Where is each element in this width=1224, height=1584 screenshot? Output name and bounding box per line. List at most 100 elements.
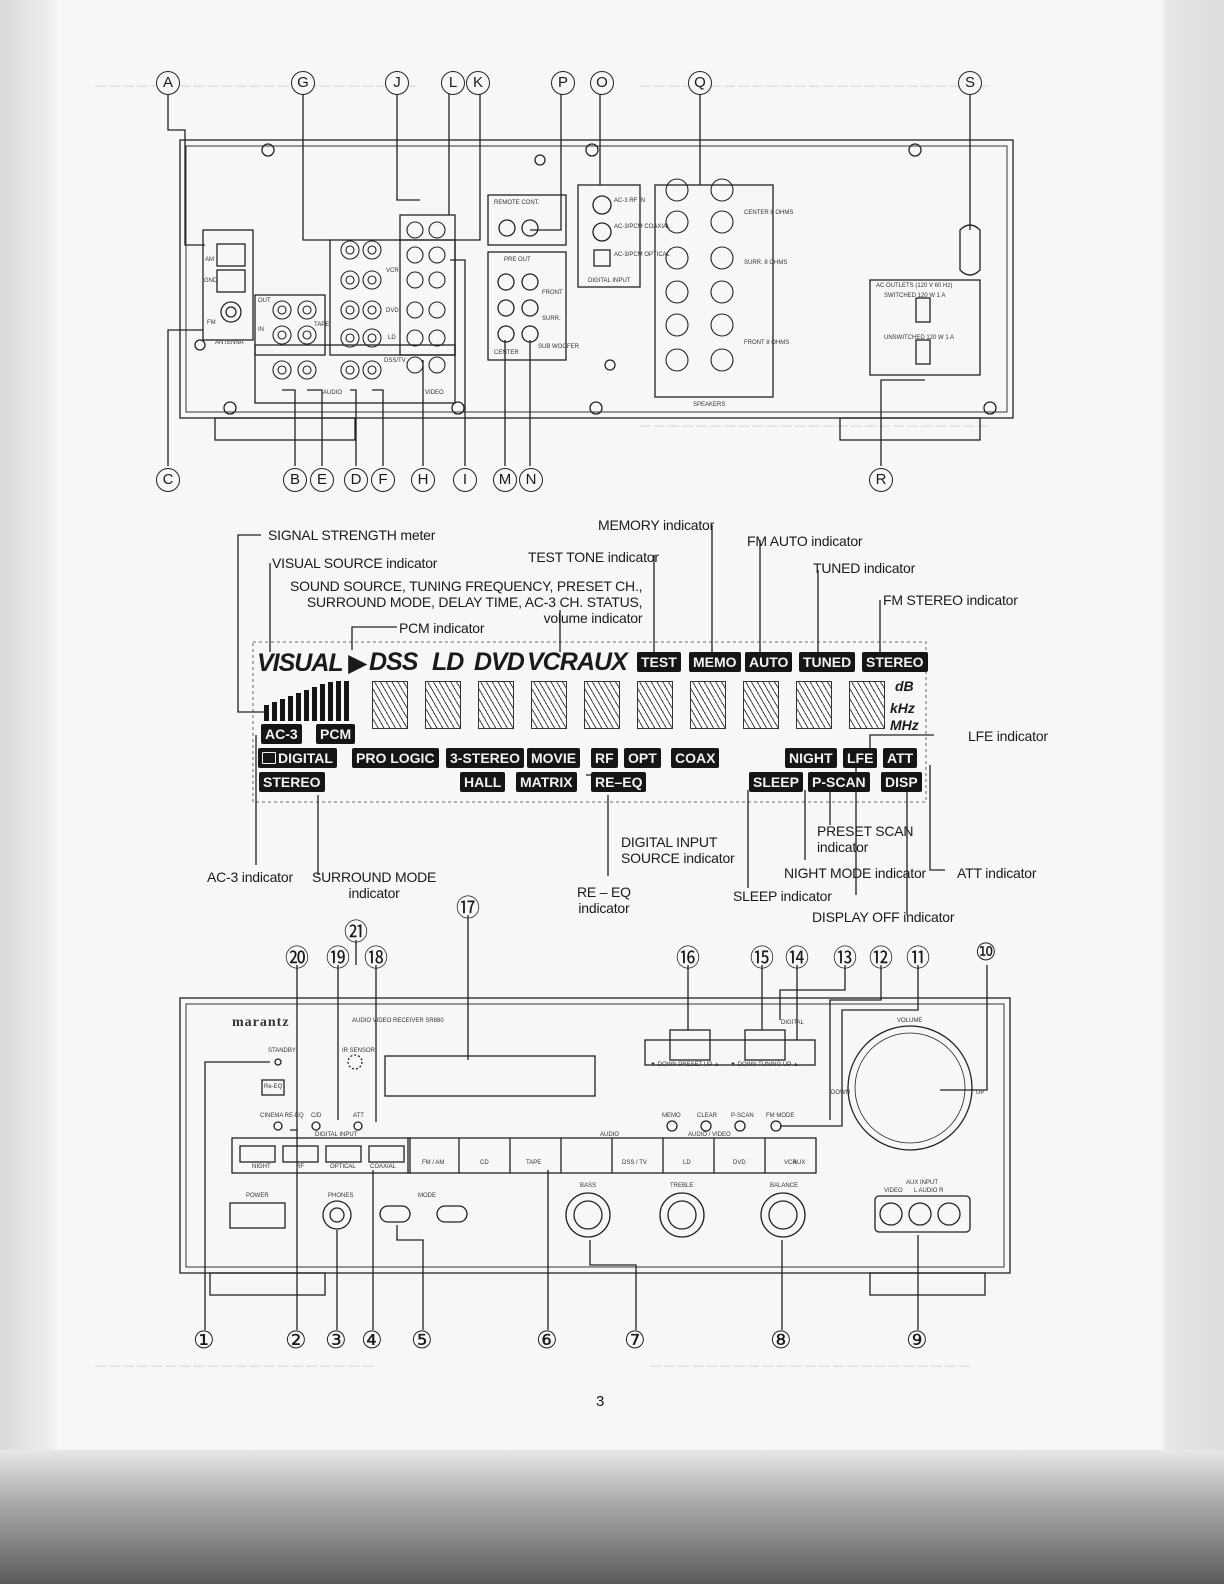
rear-tape: TAPE [314,322,330,328]
front-att: ATT [353,1113,364,1119]
callout-Q: Q [688,71,712,95]
callout-P: P [551,71,575,95]
callout-12: ⑫ [869,945,893,972]
dolby-double-d-icon [262,752,276,764]
rear-vcr: VCR [386,268,399,274]
rear-panel-outline [179,139,1014,419]
display-digit-4 [531,681,567,729]
rear-ac-outlets: AC OUTLETS (120 V 60 Hz) [876,283,953,289]
callout-F: F [371,468,395,492]
front-ld[interactable]: LD [683,1160,691,1166]
signal-strength-bars [264,681,349,721]
front-l-audio-r: L AUDIO R [914,1188,944,1194]
front-rf[interactable]: RF [296,1164,304,1170]
front-fm-am[interactable]: FM / AM [422,1160,445,1166]
rear-surr: SURR. [542,316,561,322]
rear-center-8ohms: CENTER 8 OHMS [744,210,794,216]
display-lfe: LFE [843,748,878,768]
rear-pre-out: PRE OUT [504,257,531,263]
front-fm-mode[interactable]: FM MODE [766,1113,795,1119]
rear-sub-woofer: SUB WOOFER [538,344,580,350]
display-khz: kHz [890,700,915,716]
display-digit-3 [478,681,514,729]
callout-17: ⑰ [456,895,480,922]
callout-5: ⑤ [411,1327,433,1354]
front-clear[interactable]: CLEAR [697,1113,718,1119]
front-power[interactable]: POWER [246,1193,269,1199]
callout-E: E [310,468,334,492]
display-aux: AUX [577,648,628,676]
display-pro-logic: PRO LOGIC [352,748,439,768]
front-memo[interactable]: MEMO [662,1113,681,1119]
front-aux[interactable]: AUX [793,1160,806,1166]
display-att: ATT [883,748,918,768]
callout-sound-source: SOUND SOURCE, TUNING FREQUENCY, PRESET C… [290,578,643,626]
display-p-scan: P-SCAN [808,772,870,792]
callout-signal-strength: SIGNAL STRENGTH meter [268,527,436,543]
display-3-stereo: 3-STEREO [446,748,525,768]
display-db: dB [895,678,914,694]
callout-lfe: LFE indicator [968,728,1048,744]
callout-2: ② [285,1327,307,1354]
rear-gnd: GND [204,278,218,284]
callout-21: ㉑ [344,919,368,946]
callout-1: ① [193,1327,215,1354]
display-tuned: TUNED [799,652,856,672]
callout-15: ⑮ [750,945,774,972]
display-re-eq: RE–EQ [591,772,647,792]
display-vcr: VCR [527,648,578,676]
display-digit-5 [584,681,620,729]
front-aux-input: AUX INPUT [906,1180,939,1186]
display-movie: MOVIE [527,748,581,768]
rear-ac3-pcm-coaxial: AC-3/PCM COAXIAL [614,224,671,230]
callout-visual-source: VISUAL SOURCE indicator [272,555,438,571]
callout-digital-input-source: DIGITAL INPUT SOURCE indicator [621,834,735,866]
front-ir-sensor: IR SENSOR [342,1048,376,1054]
front-dvd[interactable]: DVD [733,1160,746,1166]
front-digital-input: DIGITAL INPUT [315,1132,358,1138]
callout-display-off: DISPLAY OFF indicator [812,909,955,925]
rear-dvd: DVD [386,308,399,314]
callout-test-tone: TEST TONE indicator [528,549,659,565]
callout-fm-auto: FM AUTO indicator [747,533,863,549]
callout-preset-scan: PRESET SCAN indicator [817,823,914,855]
rear-fm: FM [207,320,216,326]
callout-4: ④ [361,1327,383,1354]
display-mhz: MHz [890,717,919,733]
front-down-tuning-up: ▼ DOWN TUNING UP ▲ [730,1062,799,1068]
rear-out: OUT [258,298,271,304]
front-vcr[interactable]: VCR [784,1160,797,1166]
front-standby: STANDBY [268,1048,296,1054]
front-brand-logo: marantz [232,1015,290,1030]
display-dolby-digital-label: DIGITAL [278,750,333,766]
callout-sleep: SLEEP indicator [733,888,832,904]
front-cinema-re-eq: CINEMA RE-EQ [260,1113,304,1119]
rear-video: VIDEO [425,390,444,396]
rear-digital-input: DIGITAL INPUT [588,278,631,284]
display-digit-9 [796,681,832,729]
callout-memory: MEMORY indicator [598,517,715,533]
front-audio: AUDIO [600,1132,620,1138]
callout-R: R [869,468,893,492]
front-p-scan[interactable]: P-SCAN [731,1113,754,1119]
front-re-eq-button[interactable]: Re-EQ [264,1084,283,1090]
display-opt: OPT [624,748,661,768]
front-coaxial[interactable]: COAXIAL [370,1164,397,1170]
callout-night-mode: NIGHT MODE indicator [784,865,926,881]
front-tape[interactable]: TAPE [526,1160,542,1166]
display-ld: LD [432,648,464,676]
callout-C: C [156,468,180,492]
display-stereo-fm: STEREO [862,652,928,672]
front-digital: DIGITAL [781,1020,804,1026]
front-night[interactable]: NIGHT [252,1164,271,1170]
display-hall: HALL [460,772,506,792]
front-cd[interactable]: CD [480,1160,489,1166]
front-panel-outline [179,997,1011,1274]
display-dvd: DVD [474,648,525,676]
front-dss-tv[interactable]: DSS / TV [622,1160,647,1166]
front-down: DOWN [831,1090,850,1096]
callout-A: A [156,71,180,95]
front-optical[interactable]: OPTICAL [330,1164,356,1170]
